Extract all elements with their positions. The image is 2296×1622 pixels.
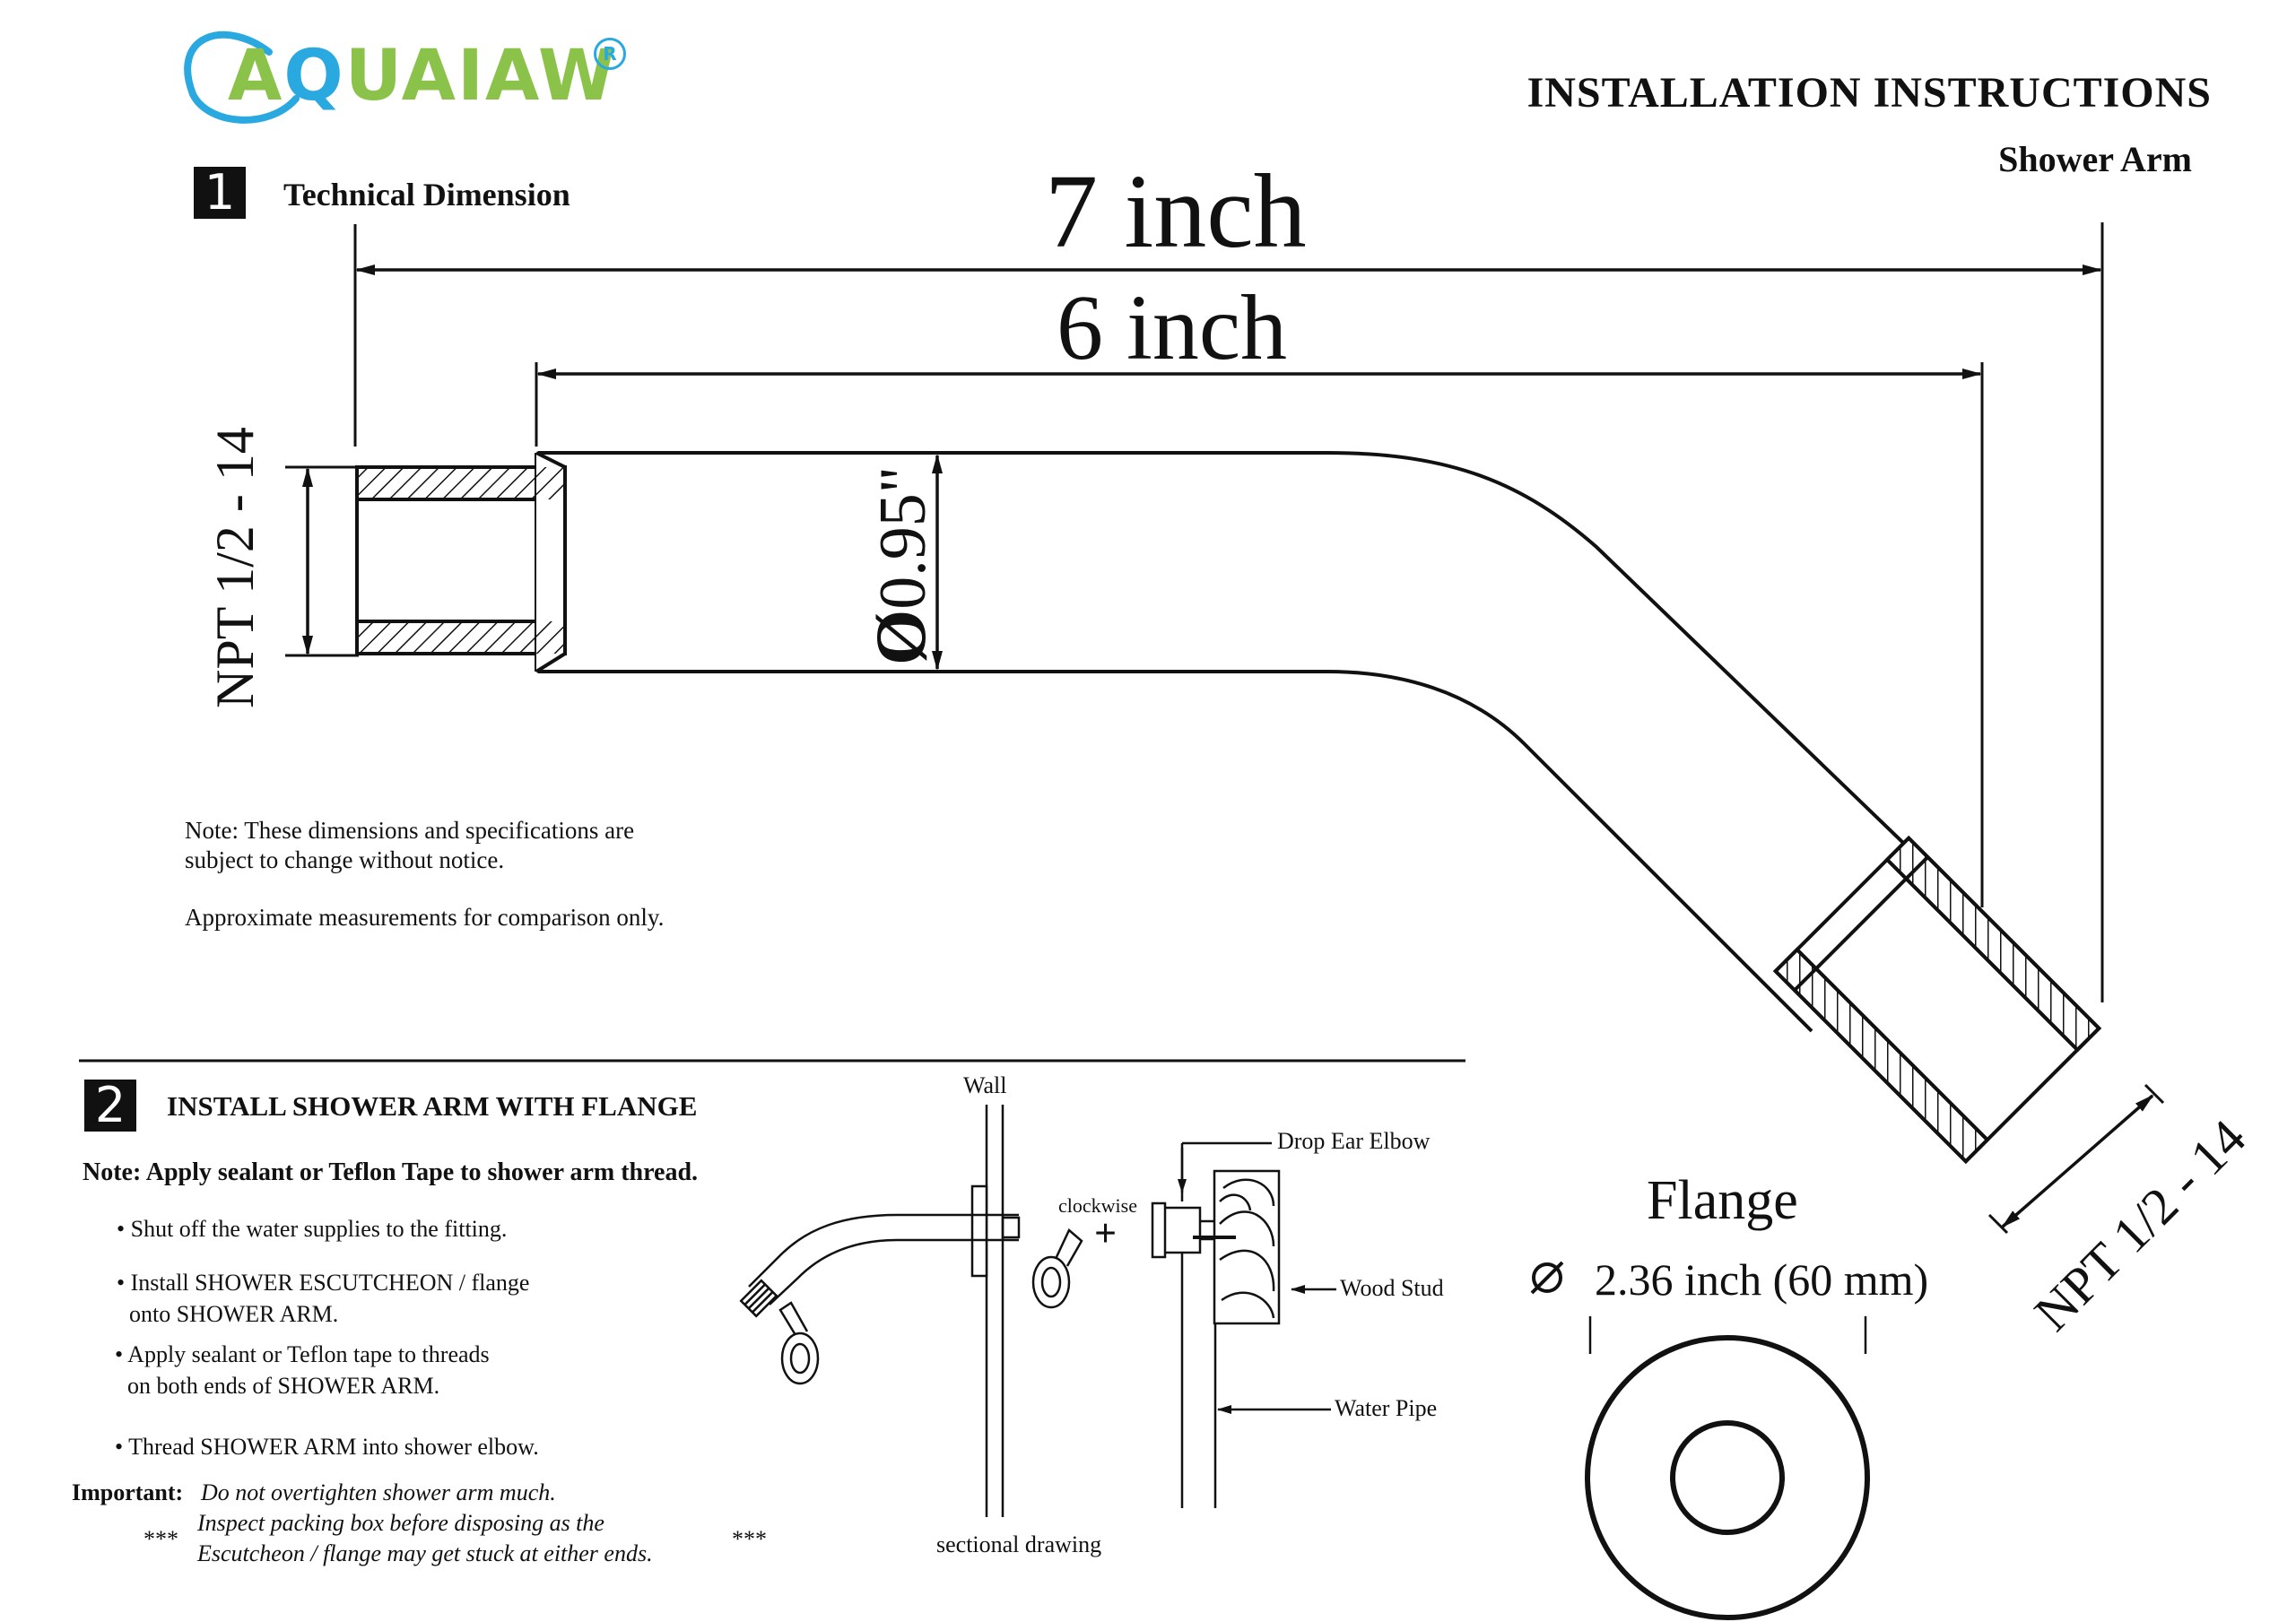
- instruction-step: onto SHOWER ARM.: [129, 1301, 339, 1327]
- shower-arm-body: [355, 451, 1979, 1033]
- important-label: Important:: [72, 1479, 184, 1505]
- step-2-label: INSTALL SHOWER ARM WITH FLANGE: [167, 1090, 698, 1122]
- clockwise-label: clockwise: [1058, 1194, 1137, 1217]
- water-pipe-label: Water Pipe: [1335, 1395, 1438, 1421]
- drop-ear-elbow-label: Drop Ear Elbow: [1277, 1128, 1431, 1154]
- stars-right: ***: [732, 1526, 767, 1552]
- brand-logo: AQUAIAW R: [192, 29, 640, 127]
- diameter-icon: Ø: [862, 609, 941, 665]
- logo-wordmark: AQUAIAW: [228, 36, 617, 117]
- instruction-step: on both ends of SHOWER ARM.: [127, 1373, 440, 1399]
- page-subtitle: Shower Arm: [1998, 139, 2192, 179]
- important-line-2: Inspect packing box before disposing as …: [197, 1510, 604, 1536]
- spec-note-line-2: subject to change without notice.: [185, 846, 505, 873]
- logo-swoosh: [184, 30, 300, 124]
- step-1-badge: 1: [194, 167, 246, 219]
- spec-note-line-1: Note: These dimensions and specification…: [185, 817, 635, 844]
- important-line-3: Escutcheon / flange may get stuck at eit…: [197, 1540, 653, 1566]
- instruction-step: • Thread SHOWER ARM into shower elbow.: [115, 1434, 539, 1460]
- spec-note-line-3: Approximate measurements for comparison …: [185, 904, 665, 931]
- dimension-lines: [285, 222, 2104, 1002]
- plus-sign: +: [1094, 1211, 1118, 1255]
- page-title: INSTALLATION INSTRUCTIONS: [1526, 69, 2212, 117]
- instruction-step: • Apply sealant or Teflon tape to thread…: [115, 1341, 490, 1367]
- instruction-step: • Shut off the water supplies to the fit…: [117, 1216, 508, 1242]
- npt-left-label: NPT 1/2 - 14: [205, 427, 265, 708]
- flange-label: Flange: [1647, 1170, 1798, 1231]
- sectional-caption: sectional drawing: [936, 1531, 1102, 1557]
- flange-diameter: 2.36 inch (60 mm): [1595, 1254, 1929, 1305]
- sectional-drawing: [739, 1105, 1336, 1517]
- sealant-note: Note: Apply sealant or Teflon Tape to sh…: [83, 1158, 699, 1186]
- registered-mark: R: [594, 38, 626, 70]
- dim-total-length: 7 inch: [1045, 152, 1307, 270]
- wood-stud-label: Wood Stud: [1340, 1275, 1444, 1301]
- step-2-badge: 2: [84, 1080, 136, 1132]
- dim-diameter: Ø0.95": [862, 466, 941, 665]
- flange-drawing: [1530, 1261, 1870, 1620]
- npt-right-dim: [1987, 1083, 2165, 1235]
- instruction-step: • Install SHOWER ESCUTCHEON / flange: [117, 1270, 530, 1296]
- dim-arm-length: 6 inch: [1057, 276, 1288, 379]
- stars-left: ***: [144, 1526, 178, 1552]
- important-line-1: Do not overtighten shower arm much.: [201, 1479, 556, 1505]
- wall-label: Wall: [963, 1072, 1007, 1098]
- step-1-label: Technical Dimension: [283, 177, 570, 213]
- right-threaded-end: [1772, 835, 2102, 1165]
